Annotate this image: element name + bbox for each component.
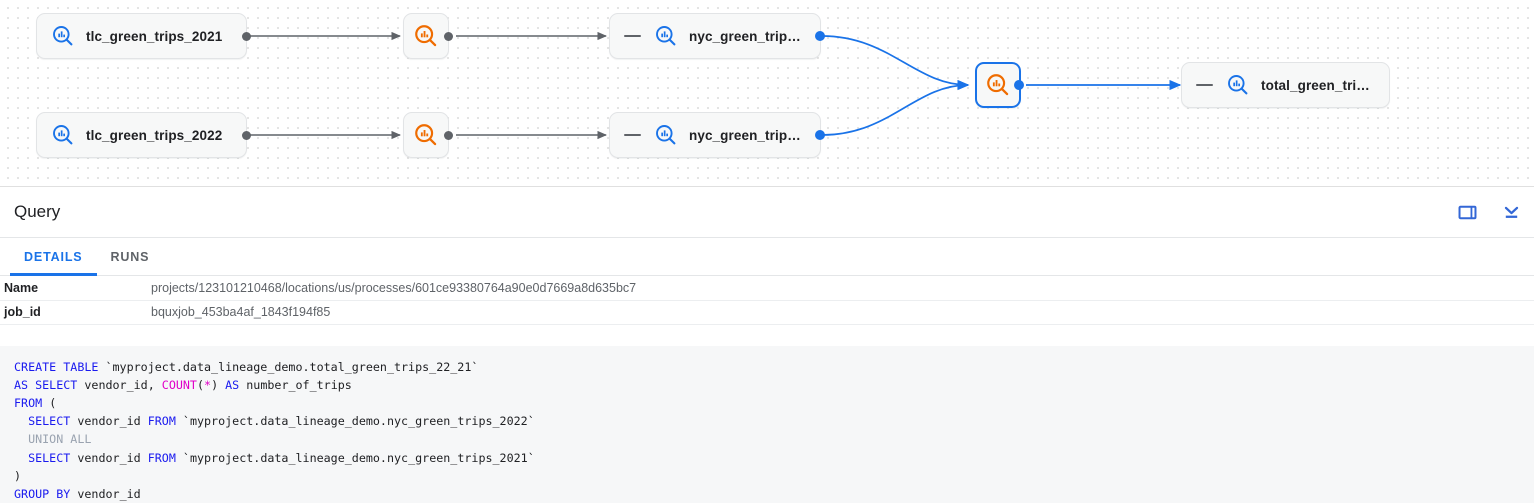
collapse-minus-icon[interactable] [624, 35, 641, 37]
node-output-port[interactable] [1014, 80, 1024, 90]
collapse-minus-icon[interactable] [1196, 84, 1213, 86]
lineage-node-process-2[interactable] [403, 112, 453, 158]
lineage-node-tlc-green-trips-2021[interactable]: tlc_green_trips_2021 [36, 13, 251, 59]
tab-details[interactable]: DETAILS [10, 250, 97, 276]
bigquery-process-icon [413, 23, 439, 49]
bigquery-table-icon [654, 123, 678, 147]
lineage-node-label: nyc_green_trips… [689, 127, 806, 143]
node-output-port[interactable] [242, 31, 251, 41]
panel-divider [0, 186, 1534, 187]
bigquery-table-icon [51, 24, 75, 48]
sql-code-text: CREATE TABLE `myproject.data_lineage_dem… [14, 359, 535, 501]
table-row: job_id bquxjob_453ba4af_1843f194f85 [0, 300, 1534, 325]
lineage-canvas[interactable]: tlc_green_trips_2021 tlc_green_trips_202… [0, 0, 1534, 186]
details-table: Name projects/123101210468/locations/us/… [0, 276, 1534, 325]
lineage-node-label: total_green_trip… [1261, 77, 1375, 93]
lineage-node-label: tlc_green_trips_2022 [86, 127, 223, 143]
node-output-port[interactable] [815, 31, 825, 41]
lineage-node-nyc-green-trips-2022[interactable]: nyc_green_trips… [609, 112, 825, 158]
detail-key: Name [0, 276, 150, 301]
collapse-minus-icon[interactable] [624, 134, 641, 136]
collapse-panel-icon[interactable] [1500, 202, 1522, 224]
detail-value: projects/123101210468/locations/us/proce… [150, 276, 1534, 301]
lineage-edges [248, 31, 1182, 140]
bigquery-table-icon [51, 123, 75, 147]
split-panel-icon[interactable] [1456, 202, 1478, 224]
lineage-node-label: nyc_green_trips… [689, 28, 806, 44]
node-output-port[interactable] [444, 31, 453, 41]
bigquery-table-icon [654, 24, 678, 48]
bigquery-process-icon [985, 72, 1011, 98]
query-panel-tabs: DETAILS RUNS [0, 238, 1534, 276]
query-panel: Query DETAILS RUNS [0, 187, 1534, 503]
detail-key: job_id [0, 300, 150, 325]
lineage-node-process-selected[interactable] [975, 62, 1024, 108]
bigquery-process-icon [413, 122, 439, 148]
panel-title: Query [14, 202, 61, 221]
lineage-node-process-1[interactable] [403, 13, 453, 59]
lineage-node-tlc-green-trips-2022[interactable]: tlc_green_trips_2022 [36, 112, 251, 158]
detail-value: bquxjob_453ba4af_1843f194f85 [150, 300, 1534, 325]
sql-code-block[interactable]: CREATE TABLE `myproject.data_lineage_dem… [0, 345, 1534, 503]
query-panel-header: Query [0, 187, 1534, 238]
lineage-node-total-green-trips[interactable]: total_green_trip… [1181, 62, 1390, 108]
lineage-node-label: tlc_green_trips_2021 [86, 28, 223, 44]
panel-actions [1456, 187, 1522, 238]
tab-runs[interactable]: RUNS [110, 250, 150, 264]
node-output-port[interactable] [444, 130, 453, 140]
bigquery-table-icon [1226, 73, 1250, 97]
node-output-port[interactable] [815, 130, 825, 140]
table-row: Name projects/123101210468/locations/us/… [0, 276, 1534, 301]
lineage-node-nyc-green-trips-2021[interactable]: nyc_green_trips… [609, 13, 825, 59]
node-output-port[interactable] [242, 130, 251, 140]
